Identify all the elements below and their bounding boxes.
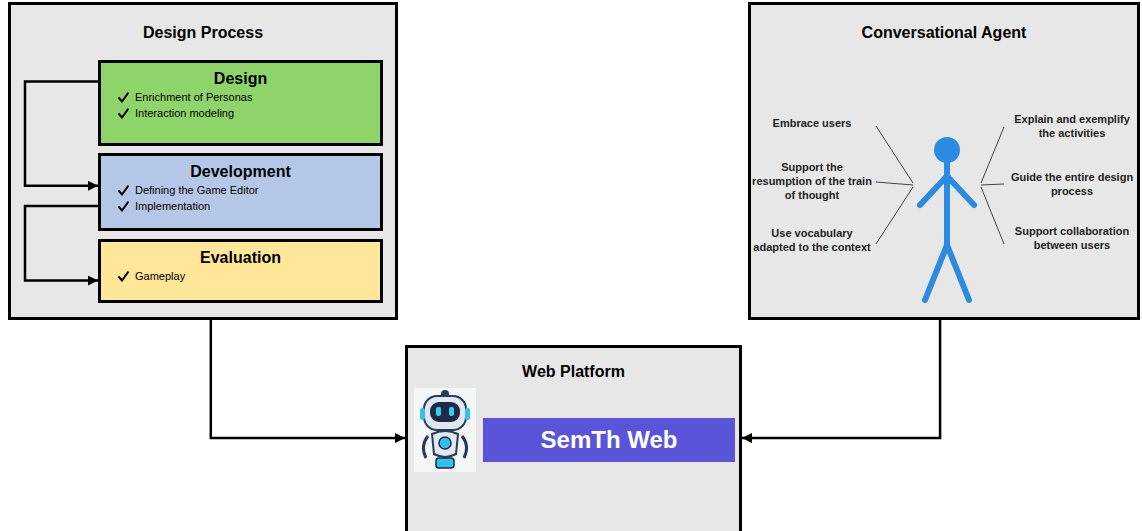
panel-title: Design Process [11,23,395,43]
check-mark [117,107,130,119]
checklist-item: Defining the Game Editor [111,182,370,198]
check-mark [119,272,129,281]
phase-box: DesignEnrichment of PersonasInteraction … [98,60,383,146]
role-label: Guide the entire design process [1008,170,1136,198]
check-mark [117,184,130,196]
brand-name: SemTh Web [541,425,678,455]
checklist-item: Gameplay [111,268,370,284]
check-mark [119,186,129,195]
checklist-item: Enrichment of Personas [111,89,370,105]
check-mark [117,270,130,282]
phase-title: Development [111,162,370,182]
role-label: Support collaboration between users [1008,224,1136,252]
brand-box: SemTh Web [483,418,735,462]
check-mark [117,91,130,103]
role-label: Embrace users [752,116,872,130]
check-mark [119,202,129,211]
panel-title: Conversational Agent [751,23,1137,43]
role-label: Support the resumption of the train of t… [752,160,872,202]
stick-figure [920,137,974,300]
role-label: Explain and exemplify the activities [1008,112,1136,140]
check-mark [119,109,129,118]
phase-title: Evaluation [111,248,370,268]
connector-arrow [25,82,98,186]
check-mark [117,200,130,212]
connector-arrow [25,206,98,281]
checklist-item: Implementation [111,198,370,214]
robot-icon [414,388,476,472]
connector-arrow [211,320,405,438]
process-panel: Design ProcessDesignEnrichment of Person… [8,2,398,320]
phase-box: DevelopmentDefining the Game EditorImple… [98,153,383,231]
panel-title: Web Platform [408,362,739,382]
phase-box: EvaluationGameplay [98,239,383,303]
role-label: Use vocabulary adapted to the context [752,226,872,254]
connector-arrow [742,320,940,438]
check-mark [119,93,129,102]
phase-title: Design [111,69,370,89]
leader-lines [876,126,1004,244]
checklist-item: Interaction modeling [111,105,370,121]
